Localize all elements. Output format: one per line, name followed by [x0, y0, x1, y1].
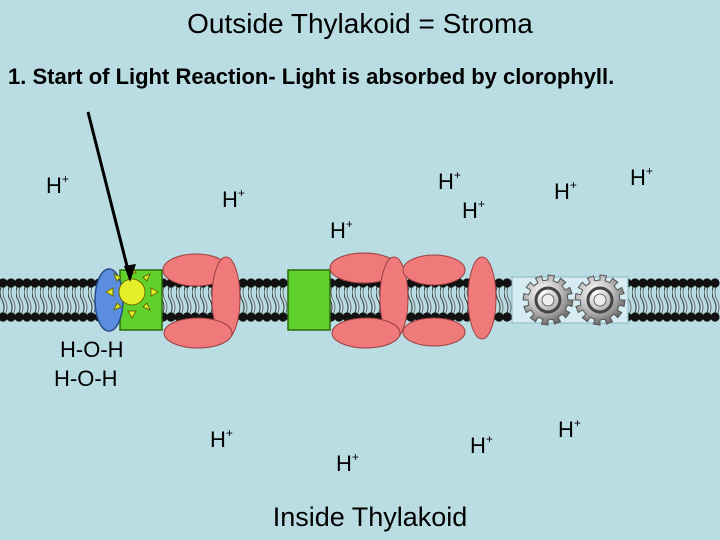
hydrogen-ion: H+ [46, 172, 69, 198]
water-molecule: H-O-H [60, 337, 124, 362]
hydrogen-ion: H+ [558, 416, 581, 442]
light-arrow [86, 111, 136, 282]
hydrogen-ion: H+ [438, 168, 461, 194]
hydrogen-ion: H+ [470, 432, 493, 458]
hydrogen-ion: H+ [222, 186, 245, 212]
hydrogen-ion: H+ [554, 178, 577, 204]
step-description: 1. Start of Light Reaction- Light is abs… [8, 64, 615, 89]
gear-icon [574, 274, 626, 326]
hydrogen-ion: H+ [336, 450, 359, 476]
pink-protein-bottom-2 [331, 317, 401, 349]
pink-protein-top-3 [402, 254, 466, 286]
photosystem-protein-complex [94, 253, 241, 349]
atp-synthase-channel [511, 274, 629, 326]
pink-protein-bottom-1 [163, 317, 233, 349]
cytochrome-protein-complex [287, 252, 497, 349]
page-title: Outside Thylakoid = Stroma [187, 8, 533, 39]
hydrogen-ion: H+ [210, 426, 233, 452]
inside-thylakoid-label: Inside Thylakoid [272, 502, 468, 532]
water-molecule: H-O-H [54, 366, 118, 391]
hydrogen-ion: H+ [330, 217, 353, 243]
pink-protein-ellipse-3 [467, 256, 497, 340]
green-protein-middle [287, 269, 331, 331]
hydrogen-ion: H+ [630, 164, 653, 190]
hydrogen-ion: H+ [462, 197, 485, 223]
pink-protein-bottom-3 [402, 317, 466, 347]
gear-icon [522, 274, 574, 326]
